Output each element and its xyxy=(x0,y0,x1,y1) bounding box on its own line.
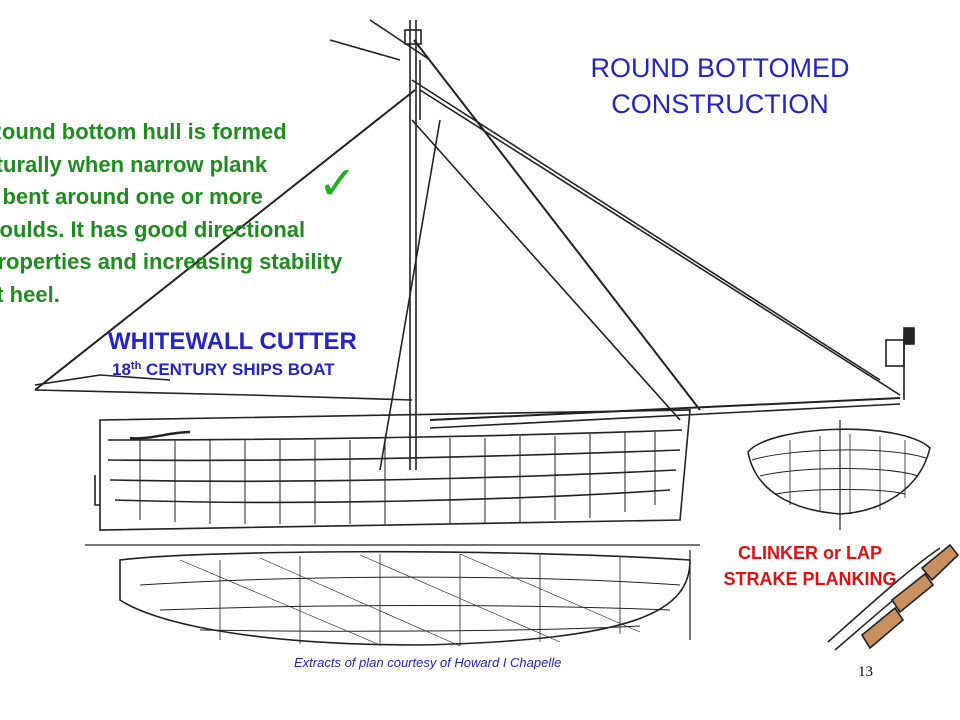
clinker-planking-diagram xyxy=(827,543,960,651)
body-line-4: moulds. It has good directional xyxy=(0,216,306,242)
body-line-6: at heel. xyxy=(0,281,60,307)
body-line-1: Round bottom hull is formed xyxy=(0,119,287,144)
boat-sub-ordinal: 18 xyxy=(112,360,131,379)
clinker-label: CLINKER or LAP STRAKE PLANKING xyxy=(700,540,920,592)
title-line-2: CONSTRUCTION xyxy=(611,89,829,119)
boat-sub-suffix: th xyxy=(130,360,142,372)
body-text: Round bottom hull is formed naturally wh… xyxy=(0,116,400,312)
slide-title: ROUND BOTTOMED CONSTRUCTION xyxy=(540,50,900,122)
body-line-5: properties and increasing stability xyxy=(0,249,343,275)
body-line-3: is bent around one or more xyxy=(0,184,263,210)
sail-outline xyxy=(34,19,901,471)
clinker-line-1: CLINKER or LAP xyxy=(738,543,882,563)
hull-frames xyxy=(139,432,656,524)
boat-sub-rest: CENTURY SHIPS BOAT xyxy=(141,360,335,379)
page-number: 13 xyxy=(858,664,873,680)
hull-plan-drawing xyxy=(119,550,691,647)
body-line-2: naturally when narrow plank xyxy=(0,151,268,177)
dinghy-section-drawing xyxy=(747,420,931,530)
clinker-line-2: STRAKE PLANKING xyxy=(723,569,897,589)
flag xyxy=(885,327,915,400)
credit-text: Extracts of plan courtesy of Howard I Ch… xyxy=(294,655,562,670)
boat-name-label: WHITEWALL CUTTER xyxy=(108,328,357,355)
hull-profile xyxy=(94,409,691,531)
boat-subtitle: 18th CENTURY SHIPS BOAT xyxy=(112,360,335,380)
checkmark-icon: ✓ xyxy=(318,156,357,210)
title-line-1: ROUND BOTTOMED xyxy=(590,53,850,83)
boom xyxy=(429,397,901,429)
